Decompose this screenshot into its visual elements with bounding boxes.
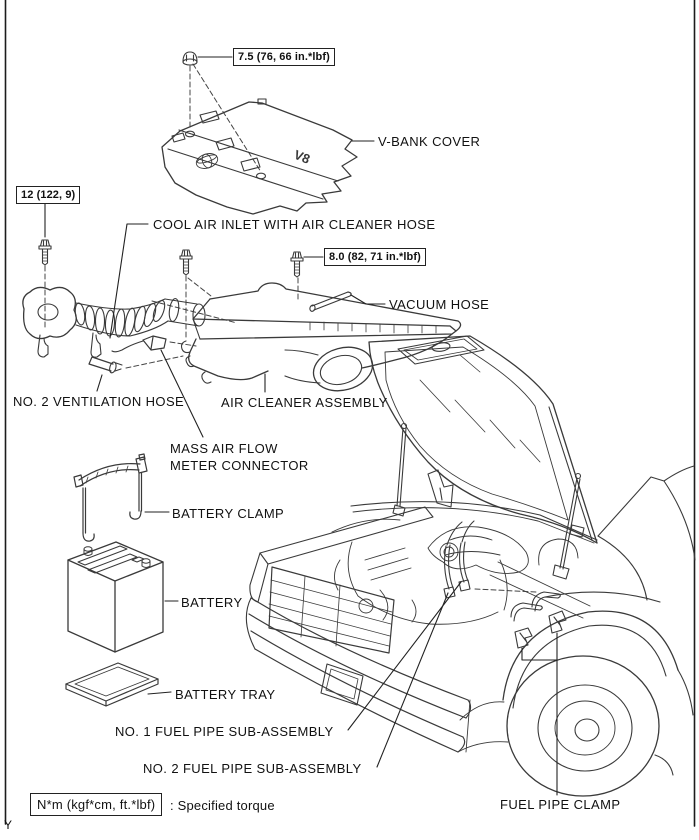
label-cool-air-inlet: COOL AIR INLET WITH AIR CLEANER HOSE [153,217,436,232]
vehicle-drawing [245,335,696,797]
label-mass-air-flow-meter-connector: MASS AIR FLOW METER CONNECTOR [170,441,309,474]
acorn-nut-icon [182,51,198,66]
cool-air-inlet-drawing [22,286,206,358]
page-marker: Y [4,818,13,832]
bolt-icon [179,249,193,276]
air-cleaner-assembly-drawing [180,282,462,392]
toyota-logo-icon [195,153,219,169]
leader-lines [44,56,558,796]
v-bank-cover-drawing: V8 [161,98,358,215]
label-battery: BATTERY [181,595,243,610]
label-air-cleaner-assembly: AIR CLEANER ASSEMBLY [221,395,388,410]
torque-callout-box: 7.5 (76, 66 in.*lbf) [233,48,335,66]
label-line: MASS AIR FLOW [170,441,278,456]
legend-description: : Specified torque [170,798,275,813]
label-line: METER CONNECTOR [170,457,309,473]
label-no1-fuel-pipe: NO. 1 FUEL PIPE SUB-ASSEMBLY [115,724,334,739]
v8-badge: V8 [292,147,312,167]
label-no2-ventilation-hose: NO. 2 VENTILATION HOSE [13,394,185,409]
battery-drawing [67,541,164,653]
label-vacuum-hose: VACUUM HOSE [389,297,490,312]
engine-drawing [331,518,591,625]
fuel-pipe-clamp-drawing [510,591,567,649]
legend-unit-box: N*m (kgf*cm, ft.*lbf) [30,793,163,816]
bolt-icon [290,251,304,278]
battery-tray-drawing [65,662,159,707]
maf-connector-drawing [111,335,167,353]
page-borders [4,0,696,827]
label-battery-tray: BATTERY TRAY [175,687,276,702]
label-battery-clamp: BATTERY CLAMP [172,506,285,521]
battery-clamp-drawing [73,453,148,542]
cover-bolt-hole [184,130,196,138]
label-no2-fuel-pipe: NO. 2 FUEL PIPE SUB-ASSEMBLY [143,761,362,776]
vacuum-hose-drawing [309,291,352,312]
bolt-icon [38,239,52,266]
fuel-pipes-drawing [443,520,475,599]
torque-callout-box: 8.0 (82, 71 in.*lbf) [324,248,426,266]
ventilation-hose-drawing [88,356,123,374]
label-fuel-pipe-clamp: FUEL PIPE CLAMP [500,797,621,812]
label-v-bank-cover: V-BANK COVER [378,134,481,149]
torque-callout-box: 12 (122, 9) [16,186,81,204]
